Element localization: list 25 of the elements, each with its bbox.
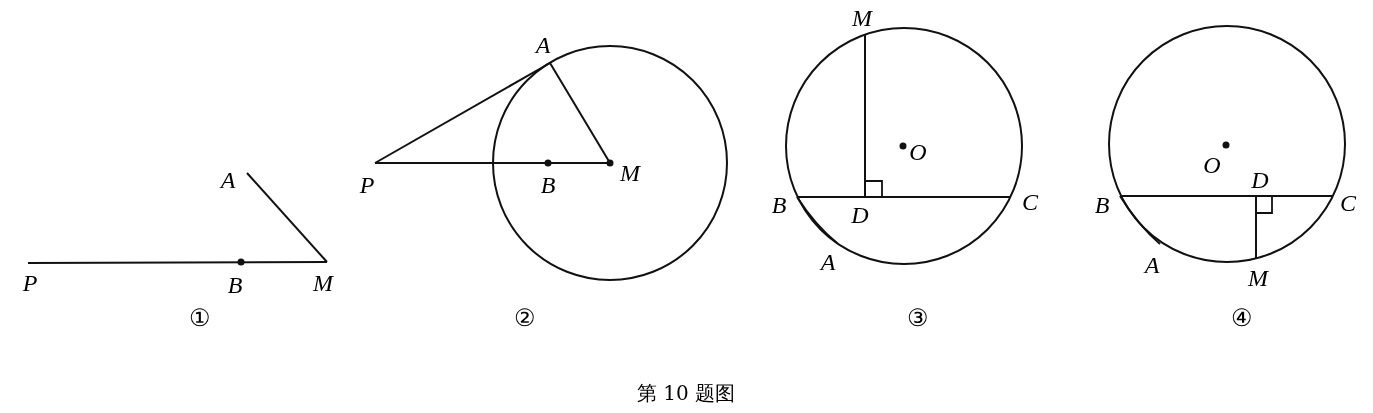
point-label: M [1248,266,1268,290]
point-label: O [909,140,927,164]
point-label: A [535,33,551,57]
point-label: M [620,161,640,185]
point-label: O [1203,153,1221,177]
point-label: P [22,271,38,295]
figure-number: ① [189,306,211,330]
point-label: P [359,173,375,197]
point-label: A [220,168,236,192]
point-label: A [820,250,836,274]
point-label: M [313,271,333,295]
point-label: B [227,273,243,297]
point-label: B [1094,193,1110,217]
point-label: C [1022,190,1038,214]
point-label: D [851,203,869,227]
point-label: M [852,6,872,30]
point-label: B [771,193,787,217]
point-label: C [1340,191,1356,215]
point-label: B [540,173,556,197]
figure-number: ③ [907,306,929,330]
figure-number: ④ [1231,306,1253,330]
point-label: D [1251,168,1269,192]
figure-number: ② [514,306,536,330]
point-label: A [1144,253,1160,277]
caption: 第 10 题图 [636,379,736,407]
